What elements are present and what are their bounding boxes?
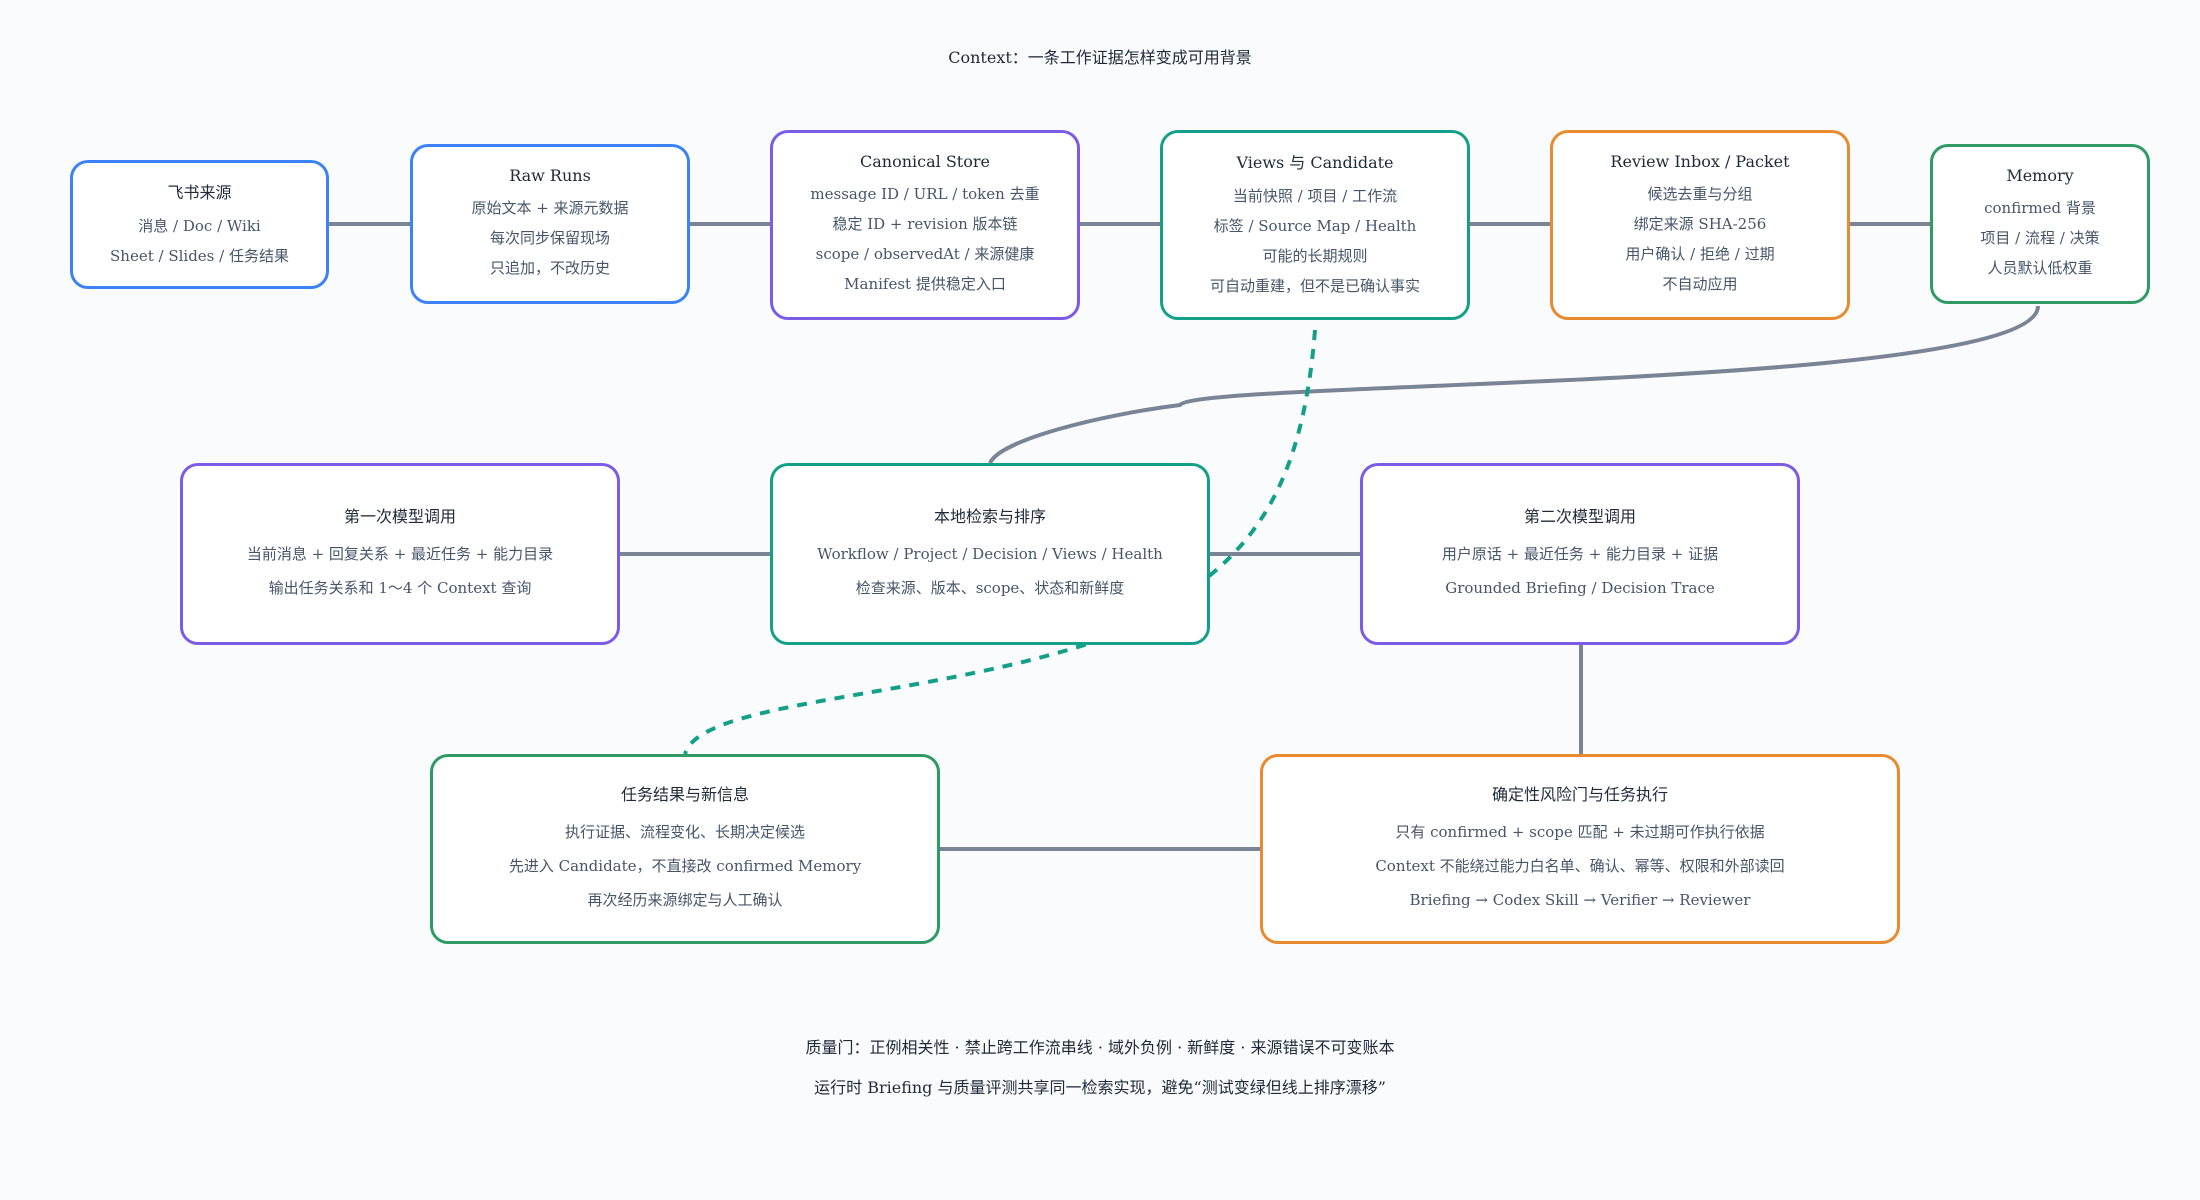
node-line: 每次同步保留现场 bbox=[489, 228, 610, 247]
node-line: 当前快照 / 项目 / 工作流 bbox=[1232, 187, 1398, 205]
node-line: 先进入 Candidate，不直接改 confirmed Memory bbox=[508, 857, 862, 875]
node-line: 执行证据、流程变化、长期决定候选 bbox=[564, 823, 805, 841]
node-risk-gate: 确定性风险门与任务执行 只有 confirmed + scope 匹配 + 未过… bbox=[1260, 754, 1900, 944]
node-line: 原始文本 + 来源元数据 bbox=[471, 198, 629, 217]
node-line: 只有 confirmed + scope 匹配 + 未过期可作执行依据 bbox=[1395, 823, 1765, 841]
node-line: Sheet / Slides / 任务结果 bbox=[110, 246, 289, 265]
node-line: 稳定 ID + revision 版本链 bbox=[832, 214, 1018, 233]
node-title: 本地检索与排序 bbox=[933, 507, 1046, 526]
node-second-model-call: 第二次模型调用 用户原话 + 最近任务 + 能力目录 + 证据 Grounded… bbox=[1360, 463, 1800, 645]
node-line: 绑定来源 SHA-256 bbox=[1633, 214, 1767, 233]
node-line: 检查来源、版本、scope、状态和新鲜度 bbox=[855, 579, 1125, 597]
node-line: 项目 / 流程 / 决策 bbox=[1980, 228, 2100, 247]
node-line: 消息 / Doc / Wiki bbox=[138, 216, 261, 235]
node-memory: Memory confirmed 背景 项目 / 流程 / 决策 人员默认低权重 bbox=[1930, 144, 2150, 304]
node-line: 不自动应用 bbox=[1662, 274, 1738, 293]
connector-memory-search bbox=[988, 305, 2040, 465]
node-title: 确定性风险门与任务执行 bbox=[1491, 785, 1668, 804]
node-line: 可能的长期规则 bbox=[1262, 247, 1368, 265]
node-title: Canonical Store bbox=[860, 151, 990, 171]
node-line: Manifest 提供稳定入口 bbox=[844, 274, 1006, 293]
node-title: Raw Runs bbox=[509, 165, 591, 185]
node-feishu-source: 飞书来源 消息 / Doc / Wiki Sheet / Slides / 任务… bbox=[70, 160, 329, 289]
node-line: message ID / URL / token 去重 bbox=[810, 184, 1040, 203]
node-title: 任务结果与新信息 bbox=[620, 785, 749, 804]
node-review-inbox: Review Inbox / Packet 候选去重与分组 绑定来源 SHA-2… bbox=[1550, 130, 1850, 320]
node-line: 输出任务关系和 1～4 个 Context 查询 bbox=[268, 579, 532, 597]
node-title: 第二次模型调用 bbox=[1523, 507, 1636, 526]
node-line: Context 不能绕过能力白名单、确认、幂等、权限和外部读回 bbox=[1375, 857, 1785, 875]
node-raw-runs: Raw Runs 原始文本 + 来源元数据 每次同步保留现场 只追加，不改历史 bbox=[410, 144, 690, 304]
node-line: 人员默认低权重 bbox=[1987, 258, 2093, 277]
node-views-candidate: Views 与 Candidate 当前快照 / 项目 / 工作流 标签 / S… bbox=[1160, 130, 1470, 320]
node-title: Memory bbox=[2006, 165, 2074, 185]
node-line: 再次经历来源绑定与人工确认 bbox=[587, 891, 783, 909]
node-line: Briefing → Codex Skill → Verifier → Revi… bbox=[1409, 891, 1751, 909]
node-local-search: 本地检索与排序 Workflow / Project / Decision / … bbox=[770, 463, 1210, 645]
node-title: 第一次模型调用 bbox=[343, 507, 456, 526]
node-line: Grounded Briefing / Decision Trace bbox=[1445, 579, 1715, 597]
node-line: confirmed 背景 bbox=[1984, 198, 2096, 217]
node-title: Review Inbox / Packet bbox=[1610, 151, 1790, 171]
node-canonical-store: Canonical Store message ID / URL / token… bbox=[770, 130, 1080, 320]
node-line: 只追加，不改历史 bbox=[489, 258, 610, 277]
node-first-model-call: 第一次模型调用 当前消息 + 回复关系 + 最近任务 + 能力目录 输出任务关系… bbox=[180, 463, 620, 645]
node-task-results: 任务结果与新信息 执行证据、流程变化、长期决定候选 先进入 Candidate，… bbox=[430, 754, 940, 944]
node-line: 候选去重与分组 bbox=[1647, 184, 1753, 203]
node-line: 当前消息 + 回复关系 + 最近任务 + 能力目录 bbox=[246, 545, 554, 563]
node-line: Workflow / Project / Decision / Views / … bbox=[817, 545, 1163, 563]
node-line: 用户原话 + 最近任务 + 能力目录 + 证据 bbox=[1441, 545, 1719, 563]
node-title: 飞书来源 bbox=[167, 182, 232, 202]
footer-quality-gate: 质量门：正例相关性 · 禁止跨工作流串线 · 域外负例 · 新鲜度 · 来源错误… bbox=[805, 1038, 1395, 1057]
node-line: 用户确认 / 拒绝 / 过期 bbox=[1625, 244, 1775, 263]
page-title: Context：一条工作证据怎样变成可用背景 bbox=[948, 48, 1252, 67]
footer-runtime-note: 运行时 Briefing 与质量评测共享同一检索实现，避免“测试变绿但线上排序漂… bbox=[814, 1078, 1386, 1097]
node-line: scope / observedAt / 来源健康 bbox=[815, 244, 1035, 263]
node-line: 标签 / Source Map / Health bbox=[1213, 217, 1417, 235]
node-line: 可自动重建，但不是已确认事实 bbox=[1209, 277, 1420, 295]
node-title: Views 与 Candidate bbox=[1236, 153, 1394, 172]
